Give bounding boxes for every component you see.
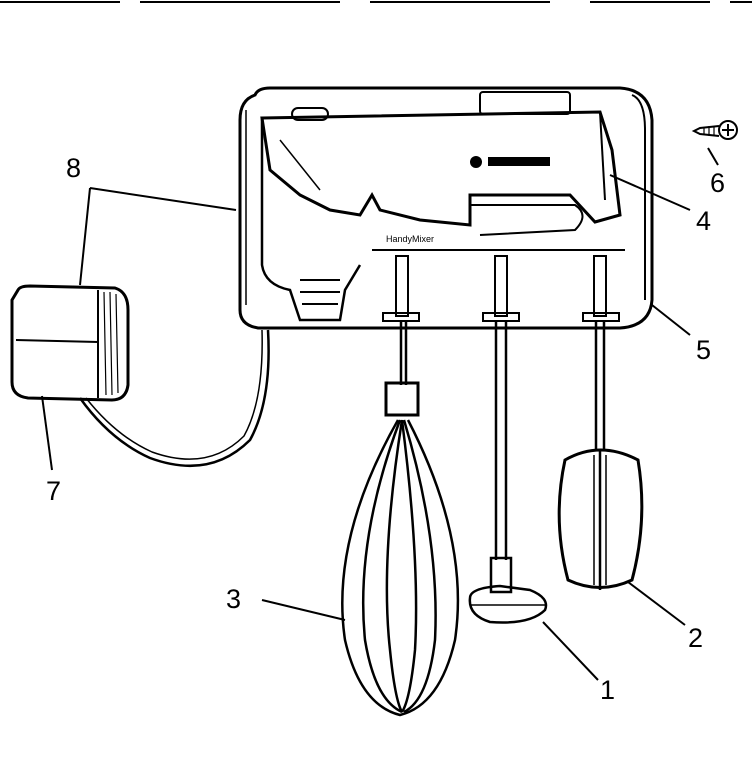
part-number-4: 4 xyxy=(696,206,712,236)
leader-1 xyxy=(542,621,599,681)
part-number-7: 7 xyxy=(46,476,62,506)
leader-4 xyxy=(609,174,691,211)
leader-lines xyxy=(41,147,719,681)
leader-3 xyxy=(261,599,346,621)
beater xyxy=(557,320,644,590)
part-number-2: 2 xyxy=(688,623,704,653)
leader-8 xyxy=(79,187,237,286)
shaft-collars xyxy=(382,255,620,322)
leader-5 xyxy=(651,304,691,336)
part-number-3: 3 xyxy=(226,584,242,614)
wall-bracket xyxy=(238,86,654,330)
cord xyxy=(78,329,270,468)
part-number-6: 6 xyxy=(710,168,726,198)
adapter xyxy=(10,284,130,402)
brand-logo-icon xyxy=(470,156,482,168)
leader-7 xyxy=(41,395,53,471)
screw xyxy=(691,120,738,140)
whisk xyxy=(341,320,460,717)
part-number-8: 8 xyxy=(66,153,82,183)
part-number-5: 5 xyxy=(696,335,712,365)
brand-badge xyxy=(488,157,550,166)
mixer-body xyxy=(260,91,625,322)
stand-foot xyxy=(468,320,548,624)
leader-6 xyxy=(707,147,719,166)
brand-label: HandyMixer xyxy=(386,234,434,244)
leader-2 xyxy=(627,581,686,626)
part-number-1: 1 xyxy=(600,675,616,705)
